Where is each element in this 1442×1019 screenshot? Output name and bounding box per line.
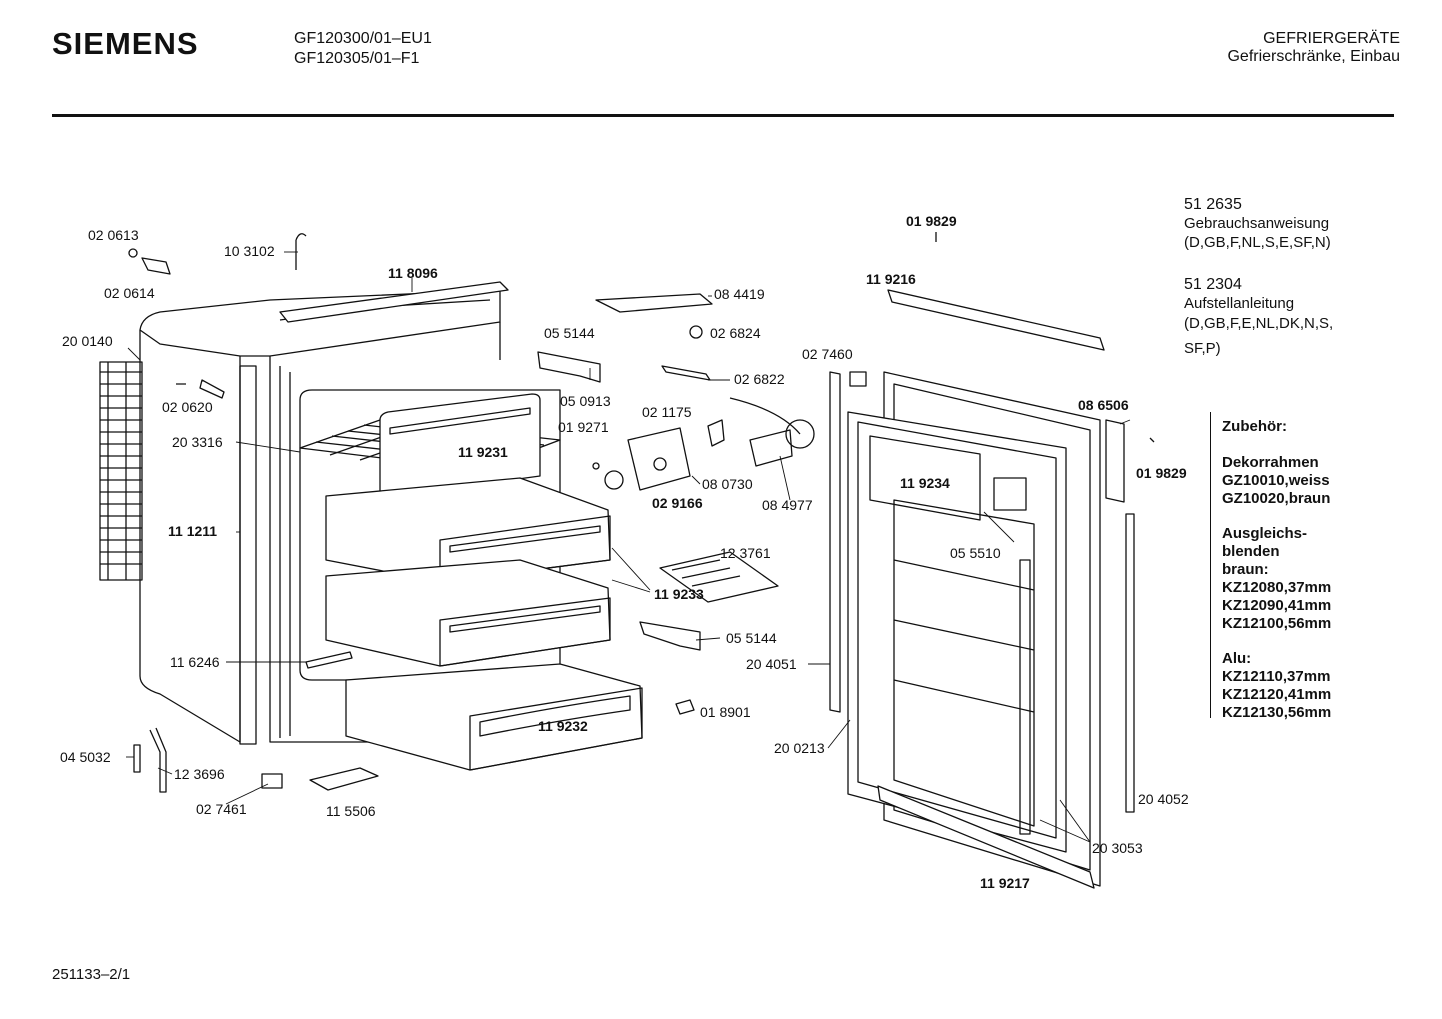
part-label: 11 6246 <box>170 654 220 670</box>
freezer-drawer <box>325 559 611 667</box>
part-label: 11 5506 <box>326 803 376 819</box>
accessory-line: KZ12110,37mm <box>1222 668 1331 685</box>
document-languages: (D,GB,F,NL,S,E,SF,N) <box>1184 234 1331 251</box>
part-label: 11 1211 <box>168 523 217 539</box>
part-label: 20 4052 <box>1138 791 1189 807</box>
part-label: 12 3696 <box>174 766 225 782</box>
part-label: 11 9231 <box>458 444 508 460</box>
accessory-line: Alu: <box>1222 650 1252 667</box>
part-label: 02 1175 <box>642 404 692 420</box>
accessory-line: KZ12130,56mm <box>1222 704 1332 721</box>
drawing-number: 251133–2/1 <box>52 966 131 983</box>
document-number: 51 2635 <box>1184 196 1242 213</box>
document-languages: (D,GB,F,E,NL,DK,N,S, <box>1184 315 1334 332</box>
document-name: Aufstellanleitung <box>1184 295 1295 312</box>
accessory-line: KZ12090,41mm <box>1222 597 1332 614</box>
part-label: 08 4977 <box>762 497 813 513</box>
part-label: 20 0140 <box>62 333 113 349</box>
part-label: 10 3102 <box>224 243 275 259</box>
part-label: 11 8096 <box>388 265 438 281</box>
part-label: 11 9233 <box>654 586 704 602</box>
part-label: 05 5144 <box>544 325 595 341</box>
category-title: GEFRIERGERÄTE <box>1263 30 1400 47</box>
part-label: 02 0613 <box>88 227 139 243</box>
part-label: 11 9216 <box>866 271 916 287</box>
top-rail <box>279 281 509 323</box>
part-label: 02 6822 <box>734 371 785 387</box>
part-label: 02 0620 <box>162 399 213 415</box>
document-languages: SF,P) <box>1184 340 1221 357</box>
part-label: 20 3053 <box>1092 840 1143 856</box>
brand-logo: SIEMENS <box>52 26 199 61</box>
part-label: 20 4051 <box>746 656 797 672</box>
accessory-line: KZ12080,37mm <box>1222 579 1332 596</box>
condenser-grille <box>99 361 143 581</box>
document-number: 51 2304 <box>1184 276 1242 293</box>
part-label: 11 9217 <box>980 875 1030 891</box>
leader-lines <box>126 251 1131 843</box>
model-number: GF120300/01–EU1 <box>294 30 432 47</box>
part-label: 02 6824 <box>710 325 761 341</box>
header-divider <box>52 114 1394 117</box>
part-label: 12 3761 <box>720 545 771 561</box>
part-label: 08 4419 <box>714 286 765 302</box>
control-parts <box>537 293 815 715</box>
bottom-drawer <box>345 663 643 771</box>
part-label: 01 9829 <box>1136 465 1187 481</box>
accessories-bracket <box>1210 412 1211 718</box>
part-label: 20 0213 <box>774 740 825 756</box>
accessory-line: GZ10010,weiss <box>1222 472 1330 489</box>
category-subtitle: Gefrierschränke, Einbau <box>1227 48 1400 65</box>
part-label: 01 8901 <box>700 704 751 720</box>
part-label: 01 9271 <box>558 419 609 435</box>
accessory-line: GZ10020,braun <box>1222 490 1331 507</box>
part-label: 05 5510 <box>950 545 1001 561</box>
part-label: 11 9234 <box>900 475 950 491</box>
part-label: 02 9166 <box>652 495 703 511</box>
document-name: Gebrauchsanweisung <box>1184 215 1330 232</box>
part-label: 11 9232 <box>538 718 588 734</box>
part-label: 05 0913 <box>560 393 611 409</box>
part-label: 20 3316 <box>172 434 223 450</box>
part-label: 02 7461 <box>196 801 247 817</box>
accessory-line: blenden <box>1222 543 1280 560</box>
accessory-line: Dekorrahmen <box>1222 454 1319 471</box>
part-label: 04 5032 <box>60 749 111 765</box>
accessory-line: Ausgleichs- <box>1222 525 1308 542</box>
small-parts-left <box>128 233 379 793</box>
accessory-line: braun: <box>1222 561 1269 578</box>
part-label: 01 9829 <box>906 213 957 229</box>
accessories-title: Zubehör: <box>1222 418 1287 435</box>
part-label: 05 5144 <box>726 630 777 646</box>
part-label: 02 0614 <box>104 285 155 301</box>
part-label: 08 6506 <box>1078 397 1129 413</box>
part-label: 02 7460 <box>802 346 853 362</box>
model-number: GF120305/01–F1 <box>294 50 420 67</box>
accessory-line: KZ12100,56mm <box>1222 615 1332 632</box>
accessory-line: KZ12120,41mm <box>1222 686 1332 703</box>
door-assembly <box>829 232 1155 889</box>
freezer-flap <box>379 393 541 499</box>
part-label: 08 0730 <box>702 476 753 492</box>
